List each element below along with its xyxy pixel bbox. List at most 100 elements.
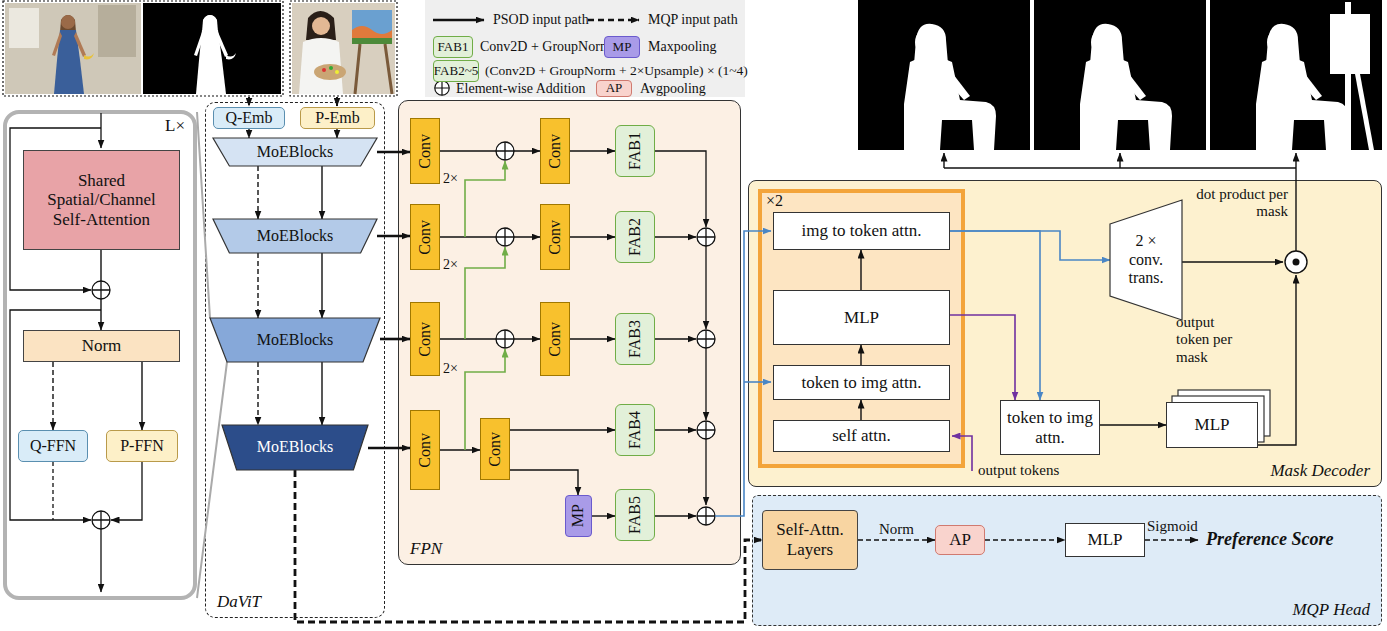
- trapezoid-outline: [1110, 200, 1182, 320]
- node-label: Conv: [416, 433, 434, 468]
- attention-box: Self-Attn. Layers: [762, 510, 858, 570]
- region-label: FPN: [410, 539, 442, 559]
- trapezoid-outline: [222, 425, 368, 470]
- node-label: Shared Spatial/Channel Self-Attention: [32, 171, 172, 230]
- conv-box: Conv: [480, 418, 510, 480]
- fab-box: FAB1: [615, 125, 655, 177]
- node-label: Conv: [416, 322, 434, 357]
- embedding-box: Q-Emb: [213, 107, 285, 129]
- connector: [336, 129, 337, 138]
- node-label: MP: [569, 504, 587, 527]
- mlp-box: MLP: [1065, 523, 1145, 557]
- legend-text: PSOD input path: [493, 12, 589, 28]
- norm-box: Norm: [23, 330, 180, 362]
- maxpool-box: MP: [565, 495, 592, 537]
- moe-block: MoEBlocks: [210, 318, 380, 362]
- connector: [321, 362, 322, 425]
- node-label: token to img attn.: [1005, 408, 1095, 447]
- node-label: Conv: [486, 432, 504, 467]
- region-label: MQP Head: [1292, 600, 1370, 620]
- decoder-region: Mask Decoder ×2 img to token attn. MLP token…: [748, 180, 1382, 487]
- moe-block: MoEBlocks: [213, 138, 377, 166]
- repeat-block: ×2 img to token attn. MLP token to img attn…: [758, 189, 965, 468]
- node-label: AP: [949, 530, 971, 550]
- node-label: Conv: [546, 134, 564, 169]
- annotation: dot product per mask: [1188, 186, 1288, 221]
- ffn-box: Q-FFN: [18, 430, 88, 462]
- swatch-label: MP: [613, 40, 632, 54]
- mlp-box: MLP: [773, 290, 950, 345]
- conv-box: Conv: [410, 118, 440, 184]
- fpn-region: FPNConvConvFAB1ConvConvFAB2ConvConvFAB3C…: [398, 100, 741, 565]
- node-label: Conv: [416, 220, 434, 255]
- fab-box: FAB2: [615, 211, 655, 263]
- node-label: MoEBlocks: [257, 331, 333, 349]
- ffn-box: P-FFN: [106, 430, 178, 462]
- connector: [257, 166, 258, 219]
- avgpool-box: AP: [935, 525, 985, 555]
- node-label: Conv: [416, 134, 434, 169]
- mlp-box: MLP: [1166, 402, 1258, 448]
- conv-box: Conv: [540, 118, 570, 184]
- node-label: 2 × conv. trans.: [1120, 232, 1172, 287]
- node-label: FAB5: [626, 496, 644, 534]
- conv-box: Conv: [410, 302, 440, 376]
- attention-box: Shared Spatial/Channel Self-Attention: [23, 150, 180, 250]
- attention-box: self attn.: [773, 420, 950, 452]
- node-label: self attn.: [832, 426, 891, 446]
- node-label: Q-Emb: [225, 109, 272, 127]
- node-label: Q-FFN: [30, 437, 76, 455]
- region-label: Mask Decoder: [1270, 461, 1370, 481]
- upsample-label: 2×: [443, 361, 458, 377]
- connector: [257, 253, 258, 318]
- node-label: img to token attn.: [802, 221, 922, 241]
- legend-text: Avgpooling: [640, 81, 706, 97]
- trapezoid-outline: [213, 138, 377, 166]
- legend-text: Maxpooling: [648, 39, 716, 55]
- node-label: MoEBlocks: [257, 143, 333, 161]
- node-label: MLP: [844, 308, 879, 328]
- node-label: FAB2: [626, 218, 644, 256]
- legend-swatch: FAB2~5: [433, 60, 479, 82]
- legend-text: MQP input path: [648, 12, 738, 28]
- legend-text: Element-wise Addition: [456, 81, 585, 97]
- connector: [248, 129, 249, 138]
- swatch-label: FAB1: [438, 40, 469, 54]
- node-label: Self-Attn. Layers: [767, 520, 853, 559]
- attention-box: token to img attn.: [773, 365, 950, 400]
- node-label: Conv: [546, 322, 564, 357]
- fab-box: FAB5: [615, 489, 655, 541]
- annotation: output token per mask: [1176, 314, 1246, 366]
- connector: [321, 253, 322, 318]
- node-label: Conv: [546, 220, 564, 255]
- edge-label: Norm: [877, 521, 916, 538]
- upsample-label: 2×: [443, 257, 458, 273]
- head-region: MQP Head Self-Attn. Layers AP MLP: [752, 495, 1382, 626]
- moe-block-detail: L× Shared Spatial/Channel Self-AttentionN…: [3, 110, 197, 600]
- moe-block: MoEBlocks: [222, 425, 368, 470]
- attention-box: token to img attn.: [1000, 400, 1100, 455]
- output-label: Preference Score: [1206, 529, 1333, 550]
- swatch-label: AP: [606, 81, 623, 95]
- legend-text: Conv2D + GroupNorm: [480, 39, 611, 55]
- swatch-label: FAB2~5: [434, 64, 478, 78]
- node-label: MoEBlocks: [257, 438, 333, 456]
- conv-box: Conv: [410, 410, 440, 490]
- legend-swatch: FAB1: [433, 36, 473, 58]
- node-label: FAB4: [626, 411, 644, 449]
- node-label: token to img attn.: [802, 373, 922, 393]
- annotation: output tokens: [978, 462, 1059, 479]
- node-label: P-Emb: [315, 109, 359, 127]
- node-label: P-FFN: [120, 437, 164, 455]
- embedding-box: P-Emb: [300, 107, 375, 129]
- connector: [257, 362, 258, 425]
- conv-box: Conv: [410, 204, 440, 270]
- region-label: L×: [165, 116, 185, 136]
- legend-swatch: AP: [596, 80, 632, 97]
- upsample-trapezoid: 2 × conv. trans.: [1110, 200, 1182, 320]
- attention-box: img to token attn.: [773, 212, 950, 250]
- upsample-label: 2×: [443, 171, 458, 187]
- region-label: ×2: [766, 192, 783, 210]
- connector: [321, 166, 322, 219]
